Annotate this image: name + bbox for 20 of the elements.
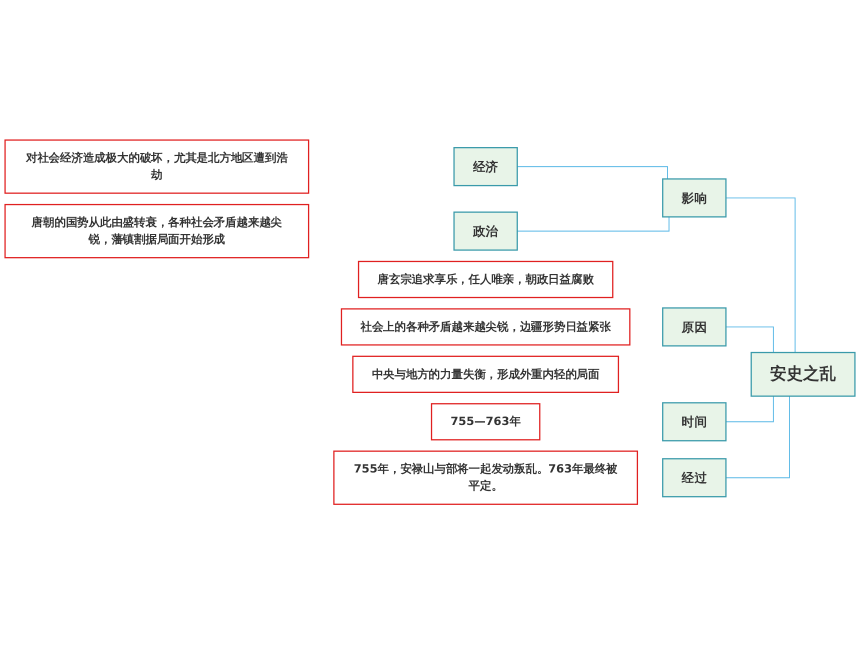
node-box: 时间 [662, 402, 727, 442]
connector [516, 216, 670, 232]
connector [516, 166, 668, 180]
node-box: 755—763年 [430, 403, 540, 441]
node-box: 安史之乱 [750, 352, 856, 398]
node-box: 影响 [662, 178, 727, 218]
connector [725, 396, 774, 423]
node-box: 唐玄宗追求享乐，任人唯亲，朝政日益腐败 [358, 261, 614, 298]
node-box: 原因 [662, 308, 727, 347]
node-box: 经济 [453, 147, 518, 187]
connector [725, 396, 790, 479]
node-box: 社会上的各种矛盾越来越尖锐，边疆形势日益紧张 [340, 308, 630, 346]
node-box: 政治 [453, 212, 518, 252]
node-box: 中央与地方的力量失衡，形成外重内轻的局面 [352, 356, 620, 394]
node-box: 对社会经济造成极大的破坏，尤其是北方地区遭到浩劫 [4, 140, 310, 194]
node-box: 唐朝的国势从此由盛转衰，各种社会矛盾越来越尖锐，藩镇割据局面开始形成 [4, 204, 310, 259]
connector [725, 198, 796, 354]
node-box: 经过 [662, 458, 727, 498]
connector [725, 326, 774, 354]
node-box: 755年，安禄山与部将一起发动叛乱。763年最终被平定。 [333, 450, 638, 506]
